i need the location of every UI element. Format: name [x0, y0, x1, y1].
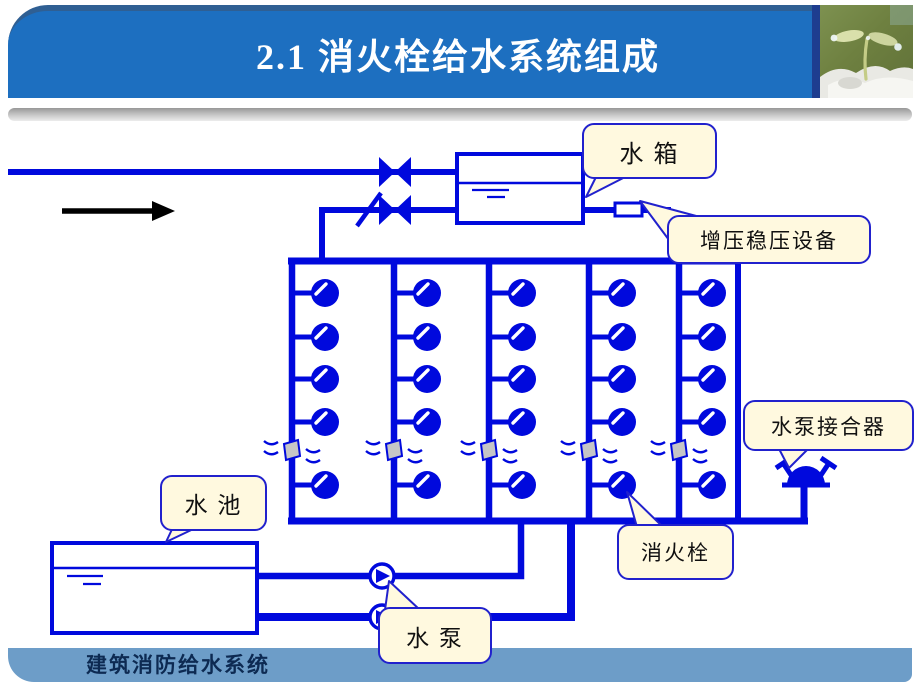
tank-outlet-pipe: [319, 207, 457, 261]
slide-title: 2.1 消火栓给水系统组成: [255, 37, 660, 77]
callout-fire-hydrant-label: 消火栓: [641, 541, 710, 565]
callout-pressure-stabilizer-label: 增压稳压设备: [700, 228, 838, 253]
water-pool-shape: [50, 541, 259, 635]
photo-left-strip: [812, 5, 820, 98]
callout-water-tank-label: 水 箱: [619, 141, 680, 168]
callout-water-pool-label: 水 池: [184, 493, 243, 518]
pump-adapter-icon: [774, 455, 838, 521]
hydrant-icons: [292, 279, 726, 499]
water-tank-shape: [455, 152, 585, 225]
title-divider-bar: [8, 108, 912, 121]
pipe-break-icons: [262, 438, 709, 464]
gate-valve-icon: [379, 157, 411, 187]
flow-arrow-icon: [62, 201, 175, 221]
pump-piping: [257, 521, 575, 621]
callout-pump-adapter-label: 水泵接合器: [771, 414, 886, 439]
check-valve-icon: [355, 191, 411, 228]
callout-water-pump-label: 水 泵: [406, 625, 464, 651]
callout-water-pool: 水 池: [160, 475, 267, 531]
callout-water-tank: 水 箱: [582, 123, 717, 179]
callout-pump-adapter: 水泵接合器: [743, 400, 914, 451]
footer-text: 建筑消防给水系统: [86, 653, 270, 677]
title-banner: 2.1 消火栓给水系统组成: [8, 5, 912, 98]
seedling-photo: [820, 5, 913, 98]
callout-water-pump: 水 泵: [378, 607, 492, 664]
callout-pressure-stabilizer: 增压稳压设备: [667, 215, 871, 264]
callout-fire-hydrant: 消火栓: [617, 524, 734, 580]
riser-network: [288, 257, 808, 525]
pressure-stabilizer-icon: [613, 201, 644, 218]
